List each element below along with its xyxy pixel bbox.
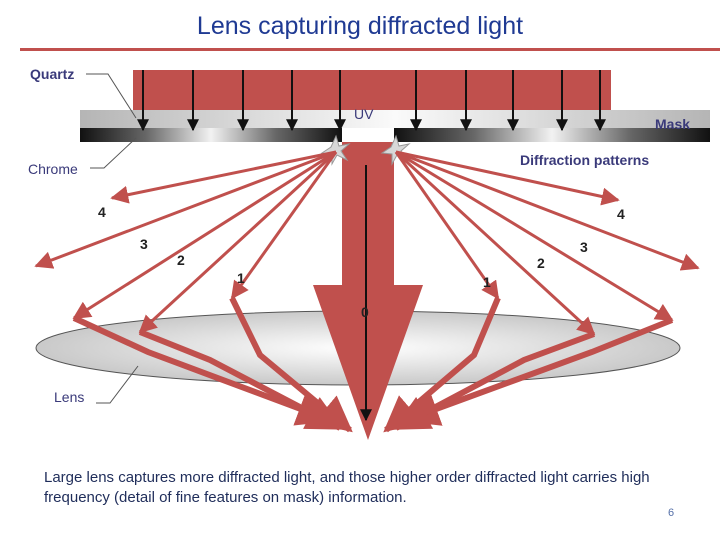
chrome-layer-right <box>394 128 710 142</box>
uv-light-block <box>133 70 611 110</box>
leader-lines <box>86 73 139 404</box>
slide-title: Lens capturing diffracted light <box>196 12 524 40</box>
uv-ray-arrows <box>137 70 606 132</box>
converging-rays-right <box>383 296 674 433</box>
order-right-1: 1 <box>483 274 491 290</box>
lens-label: Lens <box>54 389 85 405</box>
quartz-label: Quartz <box>30 66 75 82</box>
order-right-2: 2 <box>537 255 545 271</box>
caption-text: Large lens captures more diffracted ligh… <box>44 469 650 506</box>
right-diffraction-rays <box>394 150 700 336</box>
order-left-4: 4 <box>98 204 106 220</box>
diffraction-patterns-label: Diffraction patterns <box>520 152 650 168</box>
diffraction-star-left <box>320 134 351 166</box>
left-diffraction-rays <box>34 150 338 334</box>
converging-rays-left <box>72 296 353 433</box>
order-left-2: 2 <box>177 252 185 268</box>
order-left-1: 1 <box>237 270 245 286</box>
page-number: 6 <box>668 507 675 519</box>
order-right-4: 4 <box>617 206 625 222</box>
mask-label: Mask <box>655 116 691 132</box>
title-underline <box>20 48 720 51</box>
quartz-plate <box>80 110 710 128</box>
order-center-0: 0 <box>361 304 369 320</box>
chrome-layer-left <box>80 128 342 142</box>
chrome-label: Chrome <box>28 161 78 177</box>
order-left-3: 3 <box>140 236 148 252</box>
order-right-3: 3 <box>580 239 588 255</box>
uv-label: UV <box>354 106 374 122</box>
zero-order-beam <box>313 142 423 440</box>
